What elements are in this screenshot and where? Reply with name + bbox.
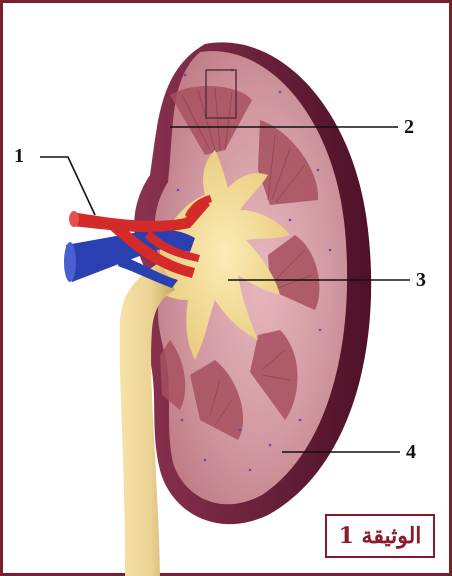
label-3: 3 <box>416 270 426 290</box>
leader-line-1 <box>40 157 95 215</box>
label-2: 2 <box>404 117 414 137</box>
label-1: 1 <box>14 146 24 166</box>
document-caption-box: الوثيقة 1 <box>325 514 435 558</box>
document-caption: الوثيقة 1 <box>339 523 422 549</box>
label-4: 4 <box>406 442 416 462</box>
